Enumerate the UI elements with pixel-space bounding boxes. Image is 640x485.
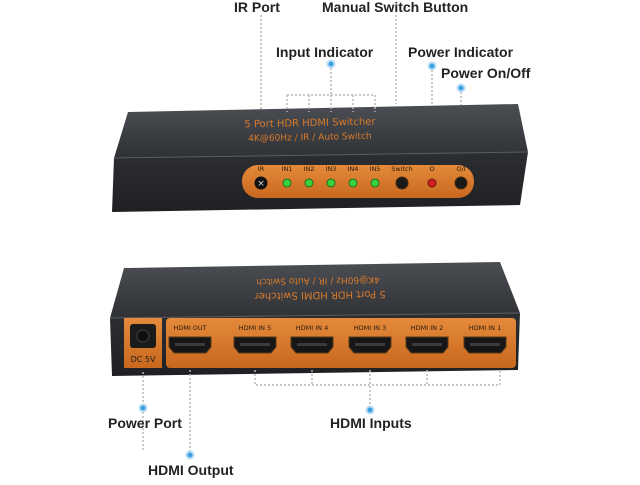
power-port-label: Power Port (108, 415, 182, 431)
front-label-in1: IN1 (282, 165, 293, 173)
hdmi-inputs-label: HDMI Inputs (330, 415, 412, 431)
power-indicator-label: Power Indicator (408, 44, 514, 60)
input-indicator-label: Input Indicator (276, 44, 374, 60)
hdmi-port-panel (166, 318, 516, 368)
front-label-oi: O/I (456, 165, 465, 173)
led-icon (370, 178, 380, 188)
hdmi-port-label: HDMI IN 1 (469, 324, 501, 332)
ir-mark-icon: × (257, 179, 265, 189)
push-button-icon (454, 176, 468, 190)
led-icon (427, 178, 437, 188)
ir-receiver-icon (254, 176, 268, 190)
hdmi-port-label: HDMI IN 2 (411, 324, 443, 332)
power-on-off-label: Power On/Off (441, 65, 531, 81)
callout-dot-icon (138, 403, 148, 413)
hdmi-port-label: HDMI OUT (173, 324, 206, 332)
led-icon (326, 178, 336, 188)
hdmi-port-pins (240, 343, 270, 346)
back-edge (109, 312, 521, 319)
front-label-in2: IN2 (304, 165, 315, 173)
connector-lines (142, 15, 501, 455)
dc-label: DC 5V (131, 355, 156, 364)
ir-port-label: IR Port (234, 0, 280, 15)
callout-dot-icon (185, 450, 195, 460)
front-label-o: O (429, 165, 434, 173)
front-label-switch: Switch (391, 165, 413, 173)
led-icon (282, 178, 292, 188)
front-label-ir: IR (258, 165, 265, 173)
callout-dot-icon (326, 59, 336, 69)
hdmi-port-pins (175, 343, 205, 346)
hdmi-port-label: HDMI IN 3 (354, 324, 386, 332)
back-top-surface (110, 262, 520, 318)
manual-switch-button-label: Manual Switch Button (322, 0, 469, 15)
hdmi-port-pins (470, 343, 500, 346)
front-label-in5: IN5 (370, 165, 381, 173)
back-title-line1: 5 Port HDR HDMI Switcher (253, 288, 385, 301)
front-title-line1: 5 Port HDR HDMI Switcher (244, 117, 376, 131)
hdmi-port-pins (355, 343, 385, 346)
led-icon (304, 178, 314, 188)
front-unit: 5 Port HDR HDMI Switcher 4K@60Hz / IR / … (112, 104, 529, 212)
hdmi-port-label: HDMI IN 4 (296, 324, 328, 332)
callout-dot-icon (456, 83, 466, 93)
hdmi-port-pins (412, 343, 442, 346)
front-label-in4: IN4 (348, 165, 359, 173)
callout-dot-icon (427, 61, 437, 71)
push-button-icon (395, 176, 409, 190)
hdmi-output-label: HDMI Output (148, 462, 234, 478)
front-control-panel (242, 165, 474, 198)
front-title-line2: 4K@60Hz / IR / Auto Switch (248, 132, 372, 145)
hdmi-port-label: HDMI IN 5 (239, 324, 271, 332)
hdmi-port-pins (297, 343, 327, 346)
dc-jack-hole (136, 329, 150, 343)
front-label-in3: IN3 (326, 165, 337, 173)
back-unit: 5 Port HDR HDMI Switcher 4K@60Hz / IR / … (109, 262, 521, 376)
front-top-surface (114, 104, 528, 158)
callout-dot-icon (365, 405, 375, 415)
back-title-line2: 4K@60Hz / IR / Auto Switch (256, 274, 380, 286)
callout-dots (138, 59, 466, 460)
front-edge (113, 151, 529, 159)
led-icon (348, 178, 358, 188)
